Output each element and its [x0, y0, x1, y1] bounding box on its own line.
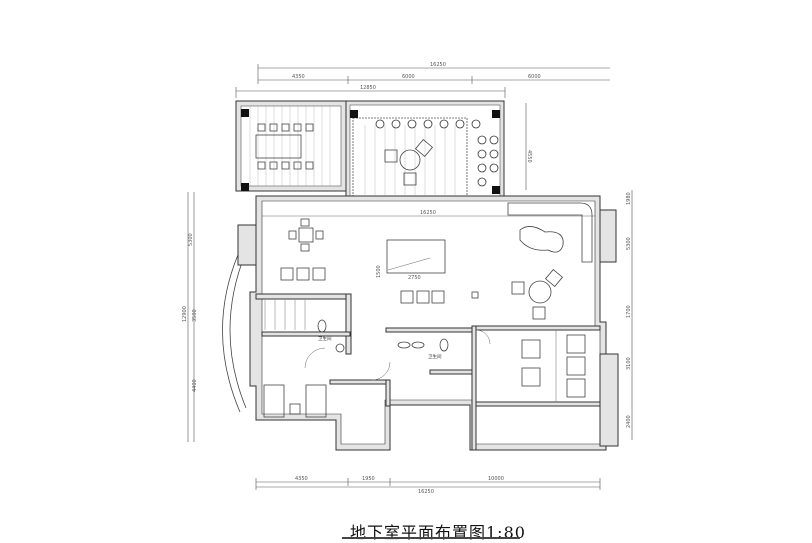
- dim-top-2: 6000: [402, 74, 415, 80]
- dim-bottom-1: 4350: [295, 476, 308, 482]
- dim-inner-line: 16250: [420, 210, 436, 216]
- room-label-wc-left: 卫生间: [318, 335, 332, 342]
- drawing-title: 地下室平面布置图1:80: [350, 523, 526, 542]
- dim-right-5: 2400: [626, 415, 632, 428]
- dim-left-total: 12900: [182, 306, 188, 322]
- dim-table-w: 2750: [408, 275, 421, 281]
- main-walls: 16250: [222, 195, 619, 451]
- dim-left-1: 5300: [188, 233, 194, 246]
- top-terrace: [235, 100, 505, 208]
- dim-top-3: 6000: [528, 74, 541, 80]
- furniture: 1500 2750 卫生间 卫生间: [263, 202, 593, 418]
- right-dimensions: 1980 5300 1700 3100 2400: [626, 190, 633, 440]
- dim-right-3: 1700: [626, 305, 632, 318]
- dim-right-2: 5300: [626, 237, 632, 250]
- dim-bottom-2: 1950: [362, 476, 375, 482]
- plant-icons: [375, 119, 499, 187]
- dim-bottom-total: 16250: [418, 489, 434, 495]
- dim-right-upper: 4550: [526, 150, 532, 163]
- left-dimensions: 5300 12900 3500 4400: [182, 192, 198, 442]
- dim-right-4: 3100: [626, 357, 632, 370]
- bottom-dimensions: 4350 1950 10000 16250: [255, 476, 601, 495]
- dim-top-total: 16250: [430, 62, 446, 68]
- top-dimensions: 16250 4350 6000 6000 12850 4550: [235, 62, 610, 190]
- dim-top-inner: 12850: [360, 85, 376, 91]
- dim-left-2: 3500: [192, 309, 198, 322]
- dim-left-3: 4400: [192, 379, 198, 392]
- dim-bottom-3: 10000: [488, 476, 504, 482]
- dim-right-1: 1980: [626, 192, 632, 205]
- dim-table-h: 1500: [376, 265, 382, 278]
- title-underline: [342, 537, 520, 539]
- dim-top-1: 4350: [292, 74, 305, 80]
- room-label-wc-center: 卫生间: [428, 353, 442, 360]
